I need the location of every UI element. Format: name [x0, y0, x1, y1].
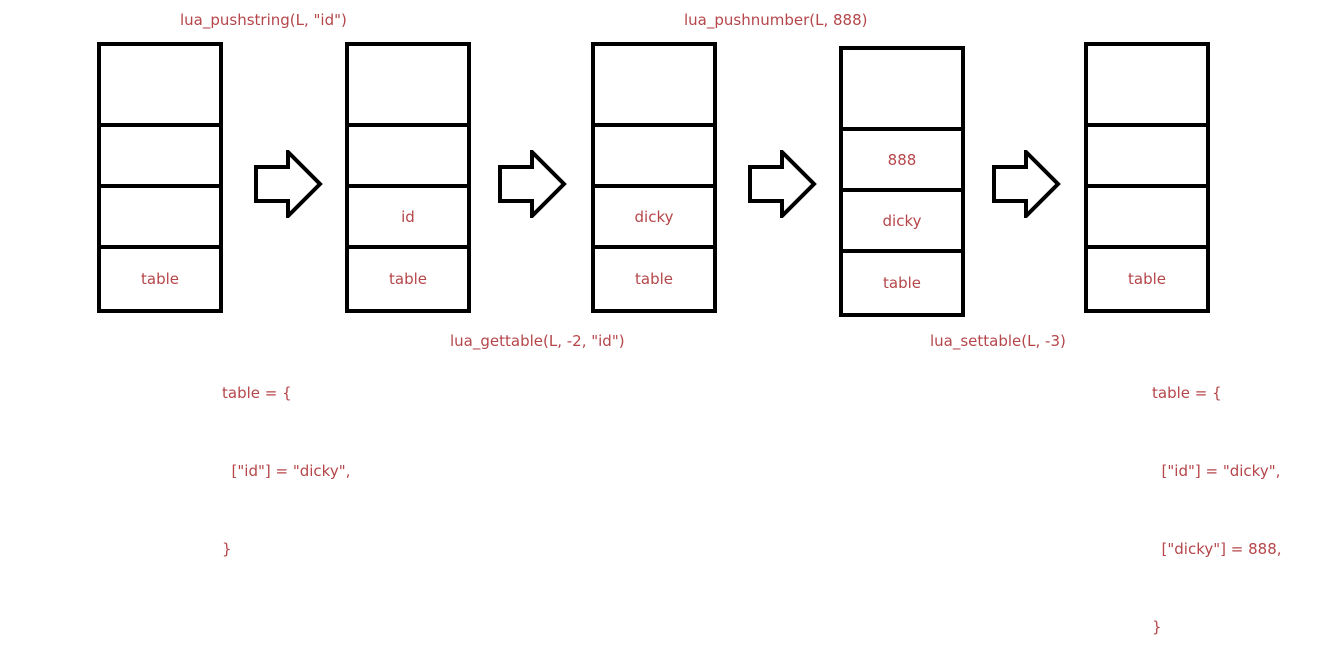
stack-divider	[843, 127, 961, 131]
stack-divider	[843, 249, 961, 253]
stack-slot-4: table	[883, 274, 921, 292]
stack-divider	[843, 188, 961, 192]
stack-slot-1	[595, 46, 713, 123]
stack-divider	[595, 245, 713, 249]
stack-slot-4: table	[635, 270, 673, 288]
stack-slot-2	[1088, 127, 1206, 184]
stack-divider	[595, 123, 713, 127]
code-table-before: table = { ["id"] = "dicky", }	[222, 328, 350, 588]
right-arrow-icon	[992, 150, 1061, 218]
stack-slot-3: dicky	[882, 211, 922, 230]
right-arrow-icon	[254, 150, 323, 218]
code-line: }	[1152, 618, 1162, 636]
stack-slot-2: 888	[887, 150, 917, 169]
stack-slot-4: table	[389, 270, 427, 288]
right-arrow-icon	[498, 150, 567, 218]
stack-state-2: id table	[345, 42, 471, 313]
label-lua-pushstring: lua_pushstring(L, "id")	[180, 11, 347, 29]
stack-divider	[349, 184, 467, 188]
stack-slot-4: table	[1128, 270, 1166, 288]
stack-divider	[1088, 184, 1206, 188]
stack-divider	[349, 245, 467, 249]
stack-divider	[595, 184, 713, 188]
code-line: table = {	[222, 384, 292, 402]
stack-divider	[101, 184, 219, 188]
code-line: table = {	[1152, 384, 1222, 402]
stack-divider	[349, 123, 467, 127]
right-arrow-icon	[748, 150, 817, 218]
code-table-after: table = { ["id"] = "dicky", ["dicky"] = …	[1152, 328, 1282, 666]
stack-slot-3	[101, 188, 219, 245]
stack-slot-2	[101, 127, 219, 184]
stack-slot-1	[843, 50, 961, 127]
stack-divider	[1088, 245, 1206, 249]
stack-slot-3: id	[401, 207, 415, 226]
stack-state-3: dicky table	[591, 42, 717, 313]
stack-divider	[1088, 123, 1206, 127]
code-line: ["id"] = "dicky",	[222, 462, 351, 480]
stack-state-5: table	[1084, 42, 1210, 313]
stack-divider	[101, 245, 219, 249]
stack-slot-4: table	[141, 270, 179, 288]
stack-slot-1	[1088, 46, 1206, 123]
stack-slot-3: dicky	[634, 207, 674, 226]
code-line: }	[222, 540, 232, 558]
stack-slot-1	[101, 46, 219, 123]
stack-state-4: 888 dicky table	[839, 46, 965, 317]
stack-state-1: table	[97, 42, 223, 313]
code-line: ["id"] = "dicky",	[1152, 462, 1281, 480]
stack-slot-2	[349, 127, 467, 184]
stack-slot-2	[595, 127, 713, 184]
label-lua-gettable: lua_gettable(L, -2, "id")	[450, 332, 625, 350]
label-lua-settable: lua_settable(L, -3)	[930, 332, 1066, 350]
stack-divider	[101, 123, 219, 127]
stack-slot-3	[1088, 188, 1206, 245]
code-line: ["dicky"] = 888,	[1152, 540, 1282, 558]
label-lua-pushnumber: lua_pushnumber(L, 888)	[684, 11, 868, 29]
stack-slot-1	[349, 46, 467, 123]
